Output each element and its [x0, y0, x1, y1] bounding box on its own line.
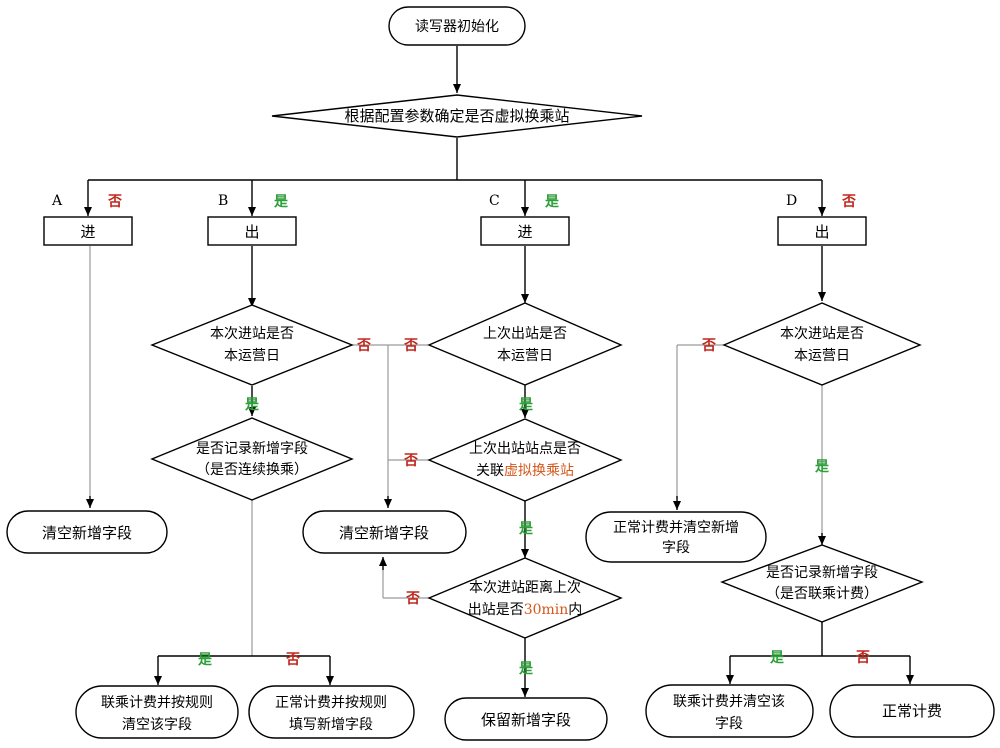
svg-text:出站是否30min内: 出站是否30min内 — [468, 602, 583, 618]
svg-text:正常计费并清空新增: 正常计费并清空新增 — [613, 520, 739, 536]
svg-text:是: 是 — [519, 661, 534, 677]
svg-text:本运营日: 本运营日 — [794, 348, 850, 364]
svg-text:字段: 字段 — [715, 716, 743, 732]
svg-text:是: 是 — [519, 397, 534, 413]
branch-cond-a: 否 — [107, 194, 122, 210]
terminal-d-transfer-clear: 联乘计费并清空该 字段 — [646, 685, 813, 737]
svg-text:联乘计费并按规则: 联乘计费并按规则 — [101, 695, 213, 711]
svg-text:填写新增字段: 填写新增字段 — [289, 717, 373, 733]
svg-text:清空新增字段: 清空新增字段 — [339, 524, 429, 542]
terminal-b-normal-charge: 正常计费并按规则 填写新增字段 — [249, 686, 414, 738]
branch-label-a: A — [51, 193, 63, 209]
decision-c-linked-station: 上次出站站点是否 关联虚拟换乘站 — [429, 419, 621, 501]
svg-text:否: 否 — [701, 338, 716, 354]
terminal-c-keep-field: 保留新增字段 — [445, 698, 607, 740]
svg-text:联乘计费并清空该: 联乘计费并清空该 — [673, 694, 785, 710]
svg-text:本运营日: 本运营日 — [497, 348, 553, 364]
svg-text:关联虚拟换乘站: 关联虚拟换乘站 — [476, 462, 574, 479]
svg-text:根据配置参数确定是否虚拟换乘站: 根据配置参数确定是否虚拟换乘站 — [344, 107, 569, 125]
branch-label-d: D — [786, 193, 797, 209]
terminal-b-transfer-charge: 联乘计费并按规则 清空该字段 — [76, 686, 238, 738]
branch-label-c: C — [489, 193, 500, 209]
terminal-d-normal-clear: 正常计费并清空新增 字段 — [586, 512, 766, 562]
svg-text:否: 否 — [356, 338, 371, 354]
svg-text:保留新增字段: 保留新增字段 — [481, 711, 571, 729]
svg-text:（是否联乘计费）: （是否联乘计费） — [766, 586, 878, 602]
terminal-mid-clear-field: 清空新增字段 — [303, 511, 466, 553]
svg-text:是: 是 — [245, 397, 260, 413]
decision-b-record-field: 是否记录新增字段 （是否连续换乘） — [152, 418, 352, 500]
svg-text:否: 否 — [403, 338, 418, 354]
svg-text:上次出站站点是否: 上次出站站点是否 — [469, 441, 581, 457]
svg-text:上次出站是否: 上次出站是否 — [483, 326, 567, 342]
svg-text:否: 否 — [403, 453, 418, 469]
svg-text:正常计费: 正常计费 — [882, 702, 942, 720]
box-c-enter: 进 — [481, 217, 569, 245]
svg-text:进: 进 — [80, 223, 95, 241]
svg-text:否: 否 — [855, 650, 870, 666]
start-node: 读写器初始化 — [389, 7, 525, 45]
box-a-enter: 进 — [44, 217, 132, 245]
terminal-d-normal-charge: 正常计费 — [830, 685, 994, 737]
svg-text:是: 是 — [770, 650, 785, 666]
svg-text:是: 是 — [198, 652, 213, 668]
branch-cond-c: 是 — [545, 194, 560, 210]
svg-text:是否记录新增字段: 是否记录新增字段 — [766, 565, 878, 581]
decision-c-last-exit-day: 上次出站是否 本运营日 — [429, 303, 621, 385]
svg-text:是否记录新增字段: 是否记录新增字段 — [196, 441, 308, 457]
svg-text:出: 出 — [814, 223, 829, 241]
terminal-a-clear-field: 清空新增字段 — [7, 511, 167, 553]
decision-d-operating-day: 本次进站是否 本运营日 — [724, 303, 920, 385]
svg-text:是: 是 — [815, 459, 830, 475]
branch-cond-b: 是 — [274, 194, 289, 210]
svg-text:读写器初始化: 读写器初始化 — [415, 18, 499, 35]
svg-text:本运营日: 本运营日 — [224, 348, 280, 364]
svg-text:正常计费并按规则: 正常计费并按规则 — [275, 695, 387, 711]
svg-text:否: 否 — [285, 652, 300, 668]
svg-text:否: 否 — [405, 591, 420, 607]
svg-text:清空该字段: 清空该字段 — [122, 717, 192, 733]
svg-text:清空新增字段: 清空新增字段 — [42, 524, 132, 542]
branch-cond-d: 否 — [841, 194, 856, 210]
svg-text:是: 是 — [519, 521, 534, 537]
svg-text:进: 进 — [517, 223, 532, 241]
decision-b-operating-day: 本次进站是否 本运营日 — [152, 305, 352, 385]
decision-virtual-station: 根据配置参数确定是否虚拟换乘站 — [272, 95, 642, 137]
branch-label-b: B — [218, 193, 228, 209]
box-b-exit: 出 — [208, 217, 296, 245]
svg-text:本次进站距离上次: 本次进站距离上次 — [469, 579, 581, 596]
svg-text:本次进站是否: 本次进站是否 — [780, 326, 864, 342]
decision-c-time-window: 本次进站距离上次 出站是否30min内 — [429, 558, 621, 638]
box-d-exit: 出 — [778, 217, 866, 245]
svg-text:（是否连续换乘）: （是否连续换乘） — [196, 461, 308, 478]
svg-text:字段: 字段 — [662, 540, 690, 556]
svg-text:出: 出 — [244, 223, 259, 241]
svg-text:本次进站是否: 本次进站是否 — [210, 326, 294, 342]
